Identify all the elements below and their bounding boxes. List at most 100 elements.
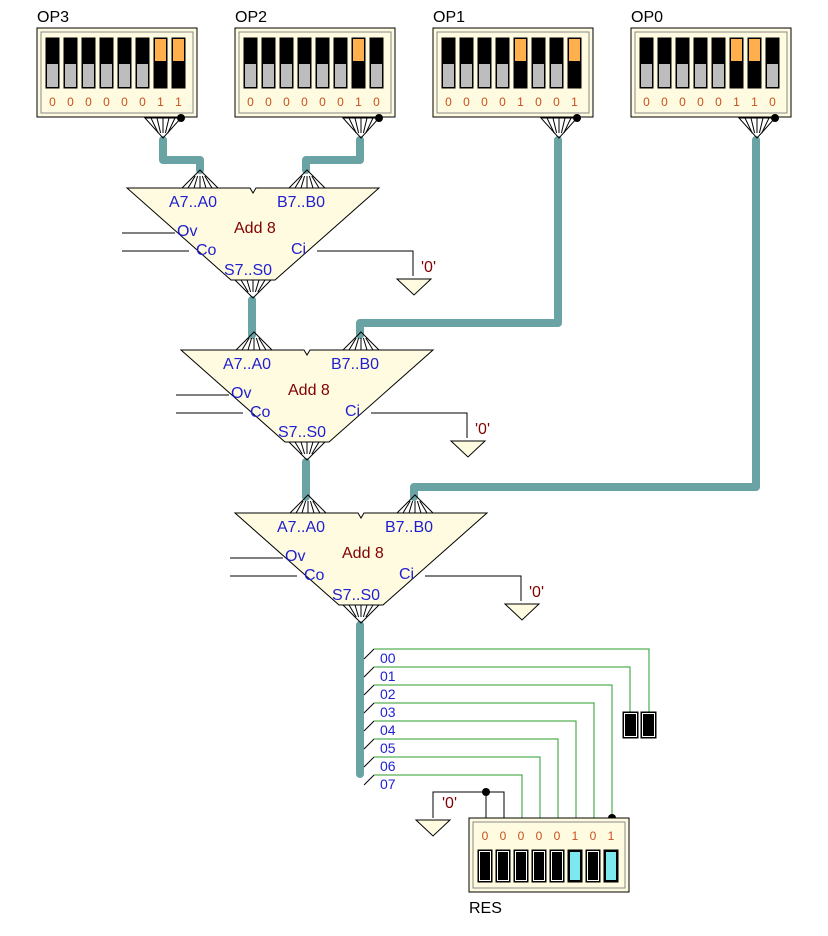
dip-switch-6[interactable]	[459, 37, 474, 89]
dip-switch-6[interactable]	[657, 37, 672, 89]
dip-switch-1[interactable]	[549, 37, 564, 89]
res-label: RES	[469, 900, 502, 917]
res-led-7	[477, 849, 493, 883]
switch-bit-digit: 0	[661, 95, 668, 109]
switch-bit-digit: 0	[103, 95, 110, 109]
dip-switch-7[interactable]	[441, 37, 456, 89]
adder-ov-label: Ov	[231, 385, 251, 402]
res-led-3	[549, 849, 565, 883]
switch-bit-digit: 0	[139, 95, 146, 109]
dip-switch-0[interactable]	[567, 37, 582, 89]
adder-b-input-label: B7..B0	[385, 519, 433, 536]
switch-panel-title: OP3	[37, 9, 69, 26]
dip-switch-0[interactable]	[171, 37, 186, 89]
result-ground: '0'	[414, 791, 486, 837]
adder-ov-label: Ov	[177, 223, 197, 240]
bit-label: 07	[380, 776, 396, 792]
dip-switch-6[interactable]	[63, 37, 78, 89]
adder-b-input-label: B7..B0	[331, 356, 379, 373]
switch-bit-digit: 1	[157, 95, 164, 109]
adder-ci-const-label: '0'	[529, 584, 544, 601]
bit-line-03: 03	[363, 702, 595, 818]
res-bit-digit: 0	[518, 829, 525, 843]
led-indicator-1	[640, 711, 657, 739]
switch-bit-digit: 0	[697, 95, 704, 109]
adder-ci-const-label: '0'	[475, 421, 490, 438]
adder-ci-const-label: '0'	[421, 259, 436, 276]
dip-switch-2[interactable]	[729, 37, 744, 89]
bit-line-00: 00	[363, 648, 650, 712]
bit-label: 05	[380, 740, 396, 756]
dip-switch-0[interactable]	[765, 37, 780, 89]
switch-bit-digit: 0	[373, 95, 380, 109]
dip-switch-5[interactable]	[477, 37, 492, 89]
bus-op3-to-adder1-a	[159, 136, 204, 174]
dip-switch-4[interactable]	[693, 37, 708, 89]
switch-bit-digit: 0	[121, 95, 128, 109]
switch-bit-digit: 0	[463, 95, 470, 109]
adder-a-input-label: A7..A0	[169, 194, 217, 211]
res-led-5	[513, 849, 529, 883]
dip-switch-3[interactable]	[711, 37, 726, 89]
bit-label: 06	[380, 758, 396, 774]
junction-dot	[573, 114, 581, 122]
bus-op2-to-adder1-b	[302, 136, 364, 174]
res-bit-digit: 0	[590, 829, 597, 843]
dip-switch-4[interactable]	[297, 37, 312, 89]
dip-switch-0[interactable]	[369, 37, 384, 89]
switch-bit-digit: 0	[445, 95, 452, 109]
dip-switch-3[interactable]	[117, 37, 132, 89]
dip-switch-2[interactable]	[135, 37, 150, 89]
junction-dot	[771, 114, 779, 122]
switch-bit-digit: 0	[49, 95, 56, 109]
dip-switch-1[interactable]	[747, 37, 762, 89]
dip-switch-5[interactable]	[279, 37, 294, 89]
switch-bit-digit: 1	[175, 95, 182, 109]
switch-bit-digit: 0	[85, 95, 92, 109]
dip-switch-1[interactable]	[153, 37, 168, 89]
switch-bit-digit: 0	[283, 95, 290, 109]
switch-bit-digit: 0	[265, 95, 272, 109]
res-led-2	[567, 849, 583, 883]
dip-switch-7[interactable]	[243, 37, 258, 89]
ground-symbol-res	[414, 819, 452, 837]
bit-label: 01	[380, 668, 396, 684]
dip-switch-7[interactable]	[45, 37, 60, 89]
res-bit-digit: 0	[536, 829, 543, 843]
adder-sum-label: S7..S0	[224, 262, 272, 279]
dip-switch-1[interactable]	[351, 37, 366, 89]
dip-switch-2[interactable]	[531, 37, 546, 89]
ground-symbol	[449, 440, 487, 458]
res-bit-digit: 1	[608, 829, 615, 843]
res-led-6	[495, 849, 511, 883]
bit-line-05: 05	[363, 738, 559, 818]
dip-switch-3[interactable]	[315, 37, 330, 89]
dip-switch-4[interactable]	[495, 37, 510, 89]
adder-a-input-label: A7..A0	[277, 519, 325, 536]
dip-switch-5[interactable]	[81, 37, 96, 89]
dip-switch-3[interactable]	[513, 37, 528, 89]
dip-switch-2[interactable]	[333, 37, 348, 89]
switch-panel-body	[36, 27, 198, 118]
bit-label: 02	[380, 686, 396, 702]
switch-bit-digit: 0	[769, 95, 776, 109]
switch-bit-digit: 0	[679, 95, 686, 109]
dip-switch-4[interactable]	[99, 37, 114, 89]
res-const-label: '0'	[442, 795, 457, 812]
dip-switch-6[interactable]	[261, 37, 276, 89]
switch-bit-digit: 0	[319, 95, 326, 109]
led-indicator-pair	[622, 711, 657, 739]
junction-dot	[375, 114, 383, 122]
switch-bit-digit: 0	[715, 95, 722, 109]
dip-switch-7[interactable]	[639, 37, 654, 89]
switch-bit-digit: 1	[517, 95, 524, 109]
switch-panel-title: OP0	[631, 9, 663, 26]
dip-switch-5[interactable]	[675, 37, 690, 89]
res-bit-digit: 0	[500, 829, 507, 843]
